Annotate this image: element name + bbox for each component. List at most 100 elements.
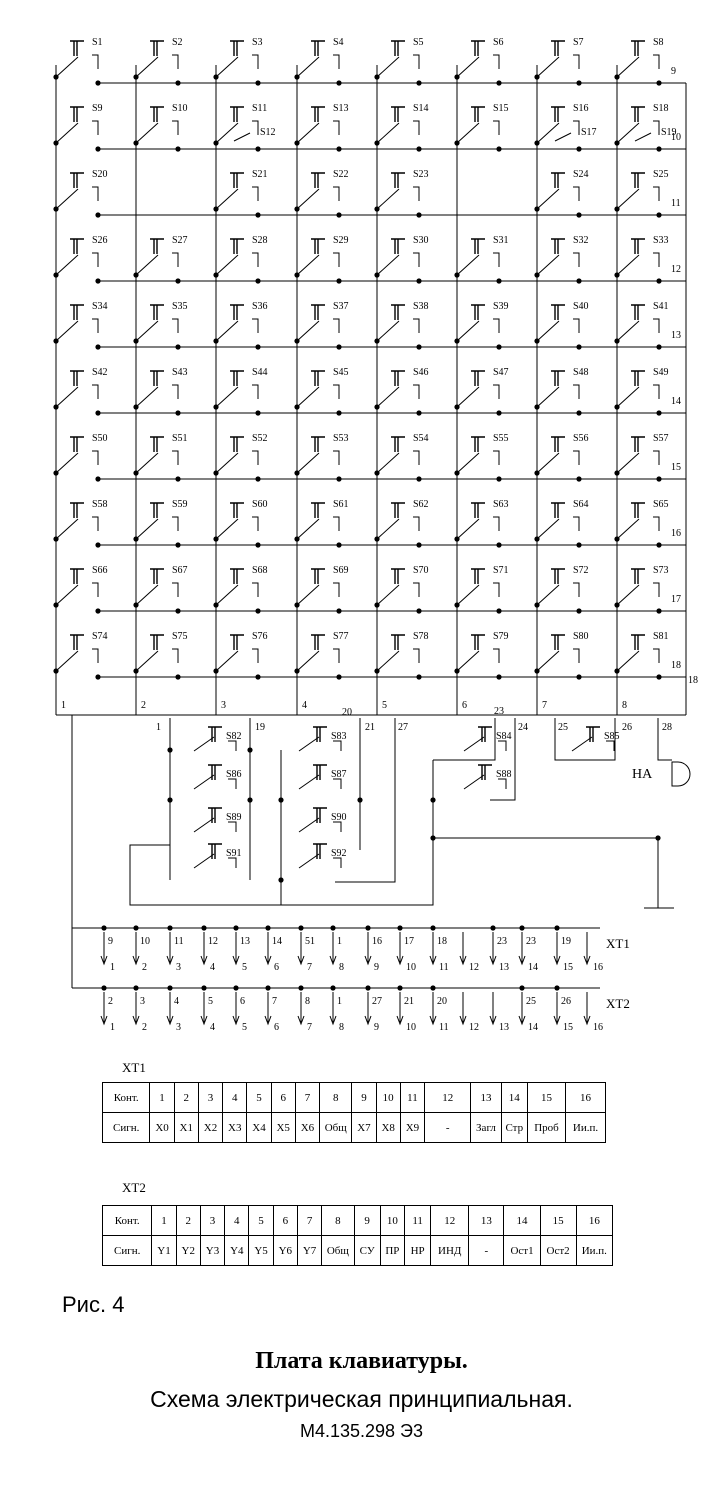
switch-contact-hook: [252, 384, 259, 399]
table-cell: X5: [270, 1112, 296, 1143]
pushbutton-actuator-icon: [471, 238, 485, 254]
switch-s22: S22: [296, 169, 349, 210]
pin-arrow-icon: [518, 955, 526, 966]
switch-label: S46: [413, 367, 429, 378]
row-contact-dot: [496, 608, 502, 614]
xt1-pin-number: 10: [406, 962, 416, 973]
switch-contact-hook: [252, 516, 259, 531]
switch-label: S37: [333, 301, 349, 312]
switch-contact-blade: [193, 853, 215, 869]
switch-contact-hook: [413, 516, 420, 531]
switch-label: S28: [252, 235, 268, 246]
xt2-bus-dot: [265, 985, 271, 991]
switch-contact-hook: [333, 450, 340, 465]
table-cell: 16: [565, 1082, 606, 1113]
net-label-26: 26: [622, 722, 632, 733]
pushbutton-actuator-icon: [70, 436, 84, 452]
xt1-net-label: 16: [372, 936, 382, 947]
row-contact-dot: [336, 542, 342, 548]
switch-contact-hook: [413, 318, 420, 333]
xt2-pin-number: 1: [110, 1022, 115, 1033]
xt1-net-label: 9: [108, 936, 113, 947]
pushbutton-actuator-icon: [311, 172, 325, 188]
switch-contact-hook: [606, 740, 615, 751]
xt2-net-label: 2: [108, 996, 113, 1007]
pin-arrow-icon: [553, 1015, 561, 1026]
table-cell: СУ: [353, 1235, 381, 1266]
row-contact-dot: [175, 80, 181, 86]
switch-contact-hook: [252, 120, 259, 135]
row-contact-dot: [416, 410, 422, 416]
table-cell: Общ: [321, 1235, 355, 1266]
xt2-pin-number: 13: [499, 1022, 509, 1033]
switch-contact-blade: [536, 386, 560, 408]
junction-dot: [167, 797, 173, 803]
xt1-pin-number: 15: [563, 962, 573, 973]
switch-label: S71: [493, 565, 509, 576]
button-t-stroke: [150, 634, 164, 650]
switch-contact-blade: [296, 56, 320, 78]
switch-contact-blade: [215, 122, 239, 144]
net-28-wire: [657, 718, 672, 761]
switch-label: S54: [413, 433, 429, 444]
button-t-stroke: [471, 370, 485, 386]
switch-contact-blade: [554, 132, 572, 142]
table-cell: Y3: [199, 1235, 226, 1266]
xt2-pin-number: 10: [406, 1022, 416, 1033]
switch-contact-hook: [333, 740, 342, 751]
switch-s80: S80: [536, 631, 589, 672]
table-cell: 14: [500, 1082, 528, 1113]
switch-contact-hook: [333, 252, 340, 267]
switch-s67: S67: [135, 565, 188, 606]
switch-contact-blade: [616, 386, 640, 408]
row-contact-dot: [576, 212, 582, 218]
switch-s68: S68: [215, 565, 268, 606]
switch-contact-hook: [413, 252, 420, 267]
button-t-stroke: [471, 304, 485, 320]
xt1-bus-dot: [397, 925, 403, 931]
switch-contact-blade: [376, 254, 400, 276]
switch-contact-blade: [298, 817, 320, 833]
xt2-pin-number: 7: [307, 1022, 312, 1033]
switch-s82: S82: [193, 726, 242, 752]
net-label-23: 23: [494, 706, 504, 717]
switch-label: S55: [493, 433, 509, 444]
switch-label: S84: [496, 731, 512, 742]
switch-contact-hook: [228, 778, 237, 789]
xt1-pin-number: 13: [499, 962, 509, 973]
switch-s37: S37: [296, 301, 349, 342]
button-t-stroke: [311, 634, 325, 650]
switch-label: S27: [172, 235, 188, 246]
switch-contact-blade: [376, 650, 400, 672]
switch-contact-hook: [92, 450, 99, 465]
switch-label: S69: [333, 565, 349, 576]
row-label-13: 13: [671, 330, 681, 341]
xt1-net-label: 12: [208, 936, 218, 947]
xt2-net-label: 21: [404, 996, 414, 1007]
switch-contact-blade: [135, 518, 159, 540]
buzzer-icon: [671, 761, 691, 787]
button-t-stroke: [631, 436, 645, 452]
row-contact-dot: [576, 476, 582, 482]
row-contact-dot: [576, 146, 582, 152]
switch-contact-blade: [296, 122, 320, 144]
row-contact-dot: [255, 212, 261, 218]
xt2-bus-dot: [554, 985, 560, 991]
table-row-header: Конт.: [101, 1205, 153, 1236]
switch-contact-hook: [172, 120, 179, 135]
switch-label: S26: [92, 235, 108, 246]
switch-contact-blade: [376, 386, 400, 408]
switch-contact-blade: [55, 452, 79, 474]
row-contact-dot: [336, 674, 342, 680]
pushbutton-actuator-icon: [391, 634, 405, 650]
pushbutton-actuator-icon: [230, 436, 244, 452]
row-contact-dot: [336, 146, 342, 152]
pin-arrow-icon: [232, 955, 240, 966]
pushbutton-actuator-icon: [631, 568, 645, 584]
switch-contact-blade: [55, 254, 79, 276]
row-contact-dot: [255, 146, 261, 152]
pin-arrow-icon: [583, 955, 591, 966]
row-contact-dot: [95, 212, 101, 218]
pushbutton-actuator-icon: [70, 634, 84, 650]
switch-contact-blade: [456, 122, 480, 144]
